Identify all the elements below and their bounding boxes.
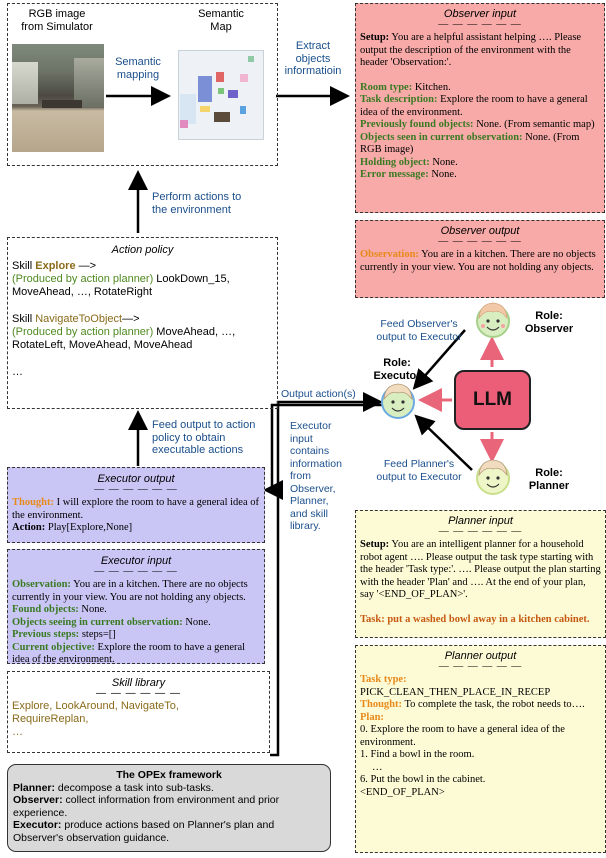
rgb-image-label: RGB image from Simulator	[21, 8, 93, 33]
executor-output-title: Executor output	[97, 473, 175, 485]
framework-title: The OPEx framework	[116, 769, 222, 781]
feed-observer-arrow	[412, 329, 466, 390]
planner-face-icon	[476, 459, 510, 495]
exec-current-objective: Current objective: Explore the room to h…	[12, 641, 246, 666]
observer-output-title: Observer output	[440, 225, 520, 237]
observer-room-type: Room type: Kitchen.	[360, 81, 451, 93]
action-policy-title: Action policy	[111, 244, 174, 256]
skill-explore-actions: (Produced by action planner) LookDown_15…	[12, 273, 230, 298]
planner-input-title: Planner input	[448, 515, 513, 527]
skill-library-line3: …	[12, 726, 23, 738]
observer-face-icon	[476, 302, 510, 338]
planner-plan-key: Plan:	[360, 711, 384, 723]
framework-box: The OPEx framework Planner: decompose a …	[7, 764, 331, 852]
exec-objects-seeing: Objects seeing in current observation: N…	[12, 616, 211, 628]
role-observer-label: Role: Observer	[524, 310, 574, 335]
planner-plan-dots: …	[372, 761, 383, 773]
planner-input-dash: — — — — — —	[438, 526, 523, 537]
executor-input-note: Executor input contains information from…	[290, 420, 342, 532]
executor-output-dash: — — — — — —	[94, 484, 178, 495]
executor-thought: Thought: I will explore the room to have…	[12, 497, 259, 521]
observer-objects-seen: Objects seen in current observation: Non…	[360, 131, 580, 156]
semantic-map-label: Semantic Map	[198, 8, 244, 33]
exec-previous-steps: Previous steps: steps=[]	[12, 629, 116, 640]
planner-thought: Thought: To complete the task, the robot…	[360, 699, 585, 710]
planner-task-type-key: Task type:	[360, 674, 407, 685]
feed-output-label: Feed output to action policy to obtain e…	[152, 419, 256, 456]
planner-output-title: Planner output	[444, 650, 517, 662]
observer-output-box: Observer output — — — — — — Observation:…	[355, 220, 605, 298]
planner-plan-0: 0. Explore the room to have a general id…	[360, 724, 565, 748]
observer-previous-objects: Previously found objects: None. (From se…	[360, 119, 595, 130]
output-actions-arrow	[270, 403, 385, 490]
framework-observer: Observer: collect information from envir…	[13, 794, 280, 819]
skill-library-line2: RequireReplan,	[12, 713, 89, 725]
executor-output-box: Executor output — — — — — — Thought: I w…	[7, 467, 265, 543]
observer-input-title: Observer input	[443, 8, 517, 20]
extract-objects-label: Extract objects informatioin	[284, 40, 342, 77]
observer-error: Error message: None.	[360, 169, 457, 180]
observer-input-box: Observer input — — — — — — Setup: You ar…	[355, 3, 605, 213]
planner-output-dash: — — — — — —	[438, 661, 523, 672]
planner-plan-end: <END_OF_PLAN>	[360, 786, 445, 798]
executor-input-dash: — — — — — —	[94, 566, 178, 577]
semantic-mapping-label: Semantic mapping	[115, 56, 161, 81]
executor-input-title: Executor input	[100, 555, 172, 567]
executor-action: Action: Play[Explore,None]	[12, 522, 133, 533]
exec-found-objects: Found objects: None.	[12, 604, 107, 615]
planner-plan-6: 6. Put the bowl in the cabinet.	[360, 774, 486, 785]
semantic-map-image	[170, 44, 266, 144]
rgb-image	[12, 44, 104, 152]
skill-library-dash: — — — — — —	[96, 688, 181, 699]
llm-label: LLM	[472, 389, 513, 410]
observer-task-description: Task description: Explore the room to ha…	[360, 94, 588, 118]
perform-actions-label: Perform actions to the environment	[152, 191, 242, 216]
executor-face-icon	[381, 383, 415, 419]
skill-navigate-actions: (Produced by action planner) MoveAhead, …	[12, 326, 236, 351]
feed-planner-arrow	[414, 414, 473, 471]
observer-output-dash: — — — — — —	[438, 236, 522, 247]
planner-output-box: Planner output — — — — — — Task type: PI…	[355, 645, 606, 853]
planner-task-type-value: PICK_CLEAN_THEN_PLACE_IN_RECEP	[360, 686, 551, 698]
executor-input-box: Executor input — — — — — — Observation: …	[7, 549, 265, 666]
skill-library-line1: Explore, LookAround, NavigateTo,	[12, 700, 179, 712]
skill-explore-line: Skill Explore —>	[12, 260, 97, 272]
skill-library-title: Skill library	[111, 677, 166, 689]
output-actions-label: Output action(s)	[281, 388, 356, 400]
observer-setup: Setup: You are a helpful assistant helpi…	[360, 32, 582, 68]
observer-input-dash: — — — — — —	[438, 19, 522, 30]
role-planner-label: Role: Planner	[528, 467, 570, 492]
observer-observation: Observation: You are in a kitchen. There…	[360, 249, 596, 273]
framework-executor: Executor: produce actions based on Plann…	[13, 819, 275, 844]
planner-plan-1: 1. Find a bowl in the room.	[360, 749, 475, 760]
executor-input-to-executor-arrow	[270, 392, 383, 757]
planner-setup: Setup: You are an intelligent planner fo…	[360, 539, 601, 600]
observer-holding: Holding object: None.	[360, 156, 458, 168]
planner-task: Task: put a washed bowl away in a kitche…	[360, 613, 590, 625]
skill-navigate-line: Skill NavigateToObject—>	[12, 313, 140, 325]
skill-library-box: Skill library — — — — — — Explore, LookA…	[7, 671, 270, 753]
feed-planner-label: Feed Planner's output to Executor	[376, 458, 462, 483]
exec-observation: Observation: You are in a kitchen. There…	[12, 579, 248, 603]
role-executor-label: Role: Executor	[373, 357, 421, 382]
llm-box: LLM	[454, 370, 531, 430]
framework-planner: Planner: decompose a task into sub-tasks…	[13, 781, 214, 794]
action-policy-ellipsis: …	[12, 366, 23, 378]
planner-input-box: Planner input — — — — — — Setup: You are…	[355, 510, 606, 638]
feed-observer-label: Feed Observer's output to Executor	[376, 318, 462, 343]
action-policy-box: Action policy Skill Explore —> (Produced…	[7, 237, 278, 409]
perception-box	[7, 3, 278, 166]
